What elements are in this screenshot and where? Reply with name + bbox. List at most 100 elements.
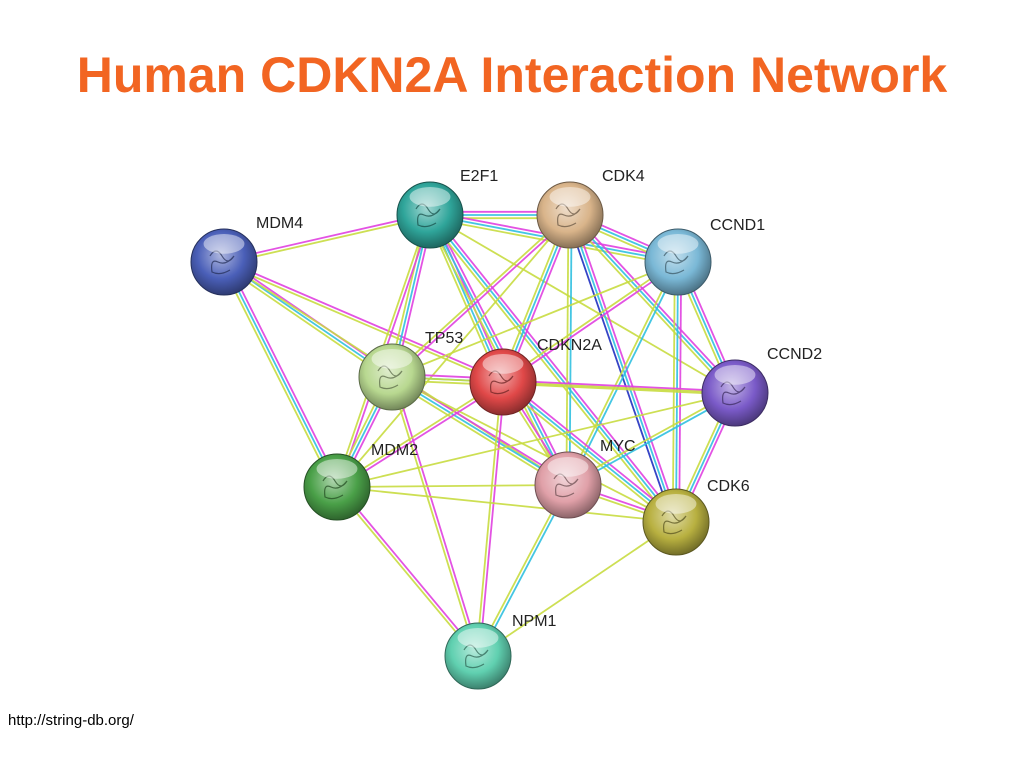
edge-line	[568, 262, 681, 487]
protein-structure-icon	[463, 644, 489, 669]
edge-line	[220, 263, 335, 489]
node-cdk6[interactable]: CDK6	[642, 478, 750, 556]
edge-ccnd1-tp53	[391, 261, 679, 378]
protein-structure-icon	[553, 473, 579, 498]
node-gloss	[203, 233, 245, 254]
edge-line	[571, 212, 739, 392]
edge-cdk4-mdm2	[336, 214, 571, 488]
node-gloss	[657, 233, 699, 254]
node-label: MDM2	[371, 442, 418, 459]
edge-line	[389, 377, 478, 657]
node-sphere[interactable]	[469, 348, 537, 416]
node-e2f1[interactable]: E2F1	[396, 168, 498, 249]
edge-line	[223, 262, 503, 385]
node-npm1[interactable]: NPM1	[444, 613, 557, 690]
node-gloss	[714, 364, 756, 385]
node-gloss	[457, 627, 499, 648]
node-label: TP53	[425, 330, 463, 347]
edge-line	[429, 214, 736, 394]
edge-line	[566, 216, 734, 396]
node-label: MDM4	[256, 215, 303, 232]
node-gloss	[655, 493, 697, 514]
node-myc[interactable]: MYC	[534, 438, 636, 519]
edge-mdm4-mdm2	[220, 260, 341, 489]
node-gloss	[549, 186, 591, 207]
node-gloss	[482, 353, 524, 374]
edge-line	[392, 215, 572, 379]
edge-ccnd1-cdkn2a	[501, 259, 680, 385]
edge-line	[223, 212, 430, 262]
edge-line	[504, 378, 679, 521]
slide-title: Human CDKN2A Interaction Network	[76, 47, 948, 103]
node-cdk4[interactable]: CDK4	[536, 168, 645, 249]
protein-structure-icon	[377, 365, 403, 390]
edge-cdk4-tp53	[390, 213, 572, 379]
protein-structure-icon	[322, 475, 348, 500]
edge-line	[336, 484, 569, 488]
node-mdm2[interactable]: MDM2	[303, 442, 418, 521]
edge-mdm4-e2f1	[223, 212, 431, 265]
node-ccnd2[interactable]: CCND2	[701, 346, 822, 427]
edge-tp53-npm1	[389, 376, 481, 657]
edge-tp53-cdk6	[391, 376, 677, 523]
node-cdkn2a[interactable]: CDKN2A	[469, 337, 602, 416]
edge-line	[566, 215, 674, 524]
node-label: E2F1	[460, 168, 498, 185]
edge-line	[335, 487, 478, 658]
edge-cdkn2a-cdk6	[500, 378, 679, 526]
protein-structure-icon	[415, 203, 441, 228]
edge-line	[390, 213, 570, 377]
node-ccnd1[interactable]: CCND1	[644, 217, 765, 296]
edge-mdm2-npm1	[335, 485, 480, 658]
edge-line	[429, 214, 677, 523]
node-sphere[interactable]	[358, 343, 426, 411]
edge-line	[391, 376, 569, 486]
node-sphere[interactable]	[644, 228, 712, 296]
edge-line	[224, 215, 431, 265]
node-gloss	[409, 186, 451, 207]
edge-line	[337, 485, 480, 656]
node-tp53[interactable]: TP53	[358, 330, 463, 411]
node-sphere[interactable]	[642, 488, 710, 556]
source-link[interactable]: http://string-db.org/	[8, 712, 134, 729]
edge-line	[502, 382, 735, 396]
node-sphere[interactable]	[396, 181, 464, 249]
edge-line	[477, 521, 677, 657]
node-sphere[interactable]	[534, 451, 602, 519]
edge-cdk6-npm1	[477, 521, 677, 657]
edge-ccnd2-mdm2	[336, 392, 736, 488]
edge-line	[336, 392, 736, 488]
edge-line	[500, 383, 675, 526]
edge-cdkn2a-npm1	[475, 381, 506, 657]
node-sphere[interactable]	[190, 228, 258, 296]
node-label: MYC	[600, 438, 636, 455]
edge-line	[475, 381, 503, 656]
edge-line	[431, 212, 680, 521]
edge-e2f1-ccnd2	[429, 214, 736, 394]
node-label: CDKN2A	[537, 337, 602, 354]
edge-line	[569, 214, 736, 394]
edge-line	[391, 261, 679, 378]
edge-line	[426, 216, 675, 525]
node-sphere[interactable]	[536, 181, 604, 249]
edge-mdm4-cdkn2a	[223, 259, 504, 385]
node-label: CDK4	[602, 168, 645, 185]
protein-structure-icon	[661, 510, 687, 535]
edge-line	[502, 381, 677, 523]
edge-e2f1-cdk6	[426, 212, 680, 525]
edge-line	[565, 214, 570, 485]
node-sphere[interactable]	[444, 622, 512, 690]
edge-tp53-ccnd2	[391, 376, 736, 394]
edge-line	[391, 376, 677, 523]
protein-structure-icon	[209, 250, 235, 275]
edge-line	[223, 261, 338, 488]
node-gloss	[371, 348, 413, 369]
protein-structure-icon	[720, 381, 746, 406]
edge-line	[224, 259, 504, 382]
node-mdm4[interactable]: MDM4	[190, 215, 303, 296]
edge-line	[336, 486, 677, 523]
edge-line	[392, 376, 481, 656]
node-sphere[interactable]	[701, 359, 769, 427]
node-sphere[interactable]	[303, 453, 371, 521]
